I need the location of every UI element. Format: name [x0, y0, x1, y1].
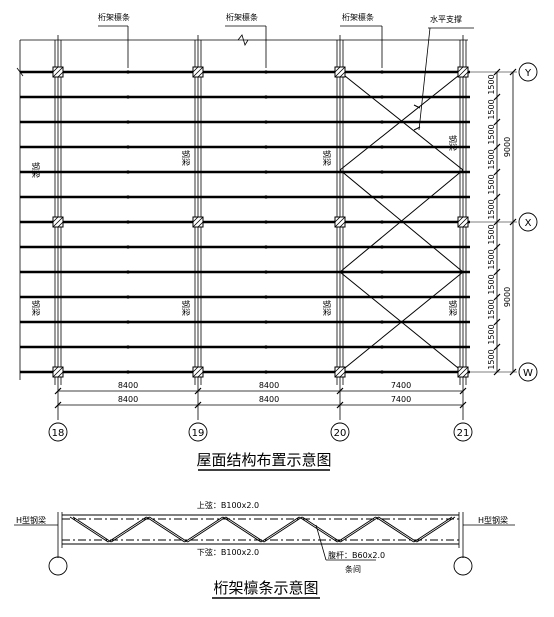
- axis-label-19: 19: [192, 428, 205, 439]
- column-node: [334, 366, 346, 378]
- purlin-label-3: 桁架檩条: [342, 12, 374, 22]
- axis-label-21: 21: [457, 428, 470, 439]
- dim-bay-3: 7400: [391, 381, 411, 390]
- top-chord-label: 上弦：B100x2.0: [197, 500, 259, 510]
- column-node: [334, 216, 346, 228]
- plan-title: 屋面结构布置示意图: [196, 451, 331, 469]
- truss-elevation: [14, 512, 515, 599]
- beam-label: 钢梁: [181, 300, 191, 316]
- beam-label: 钢梁: [31, 300, 41, 316]
- dim-spacing: 1500: [487, 274, 496, 294]
- column-nodes: [52, 66, 469, 378]
- dim-spacing: 1500: [487, 174, 496, 194]
- column-node: [457, 366, 469, 378]
- dim-total: 9000: [503, 287, 512, 307]
- roof-plan: [16, 25, 538, 471]
- column-node: [192, 216, 204, 228]
- column-node: [52, 366, 64, 378]
- dim-total: 9000: [503, 137, 512, 157]
- beam-label: 钢梁: [31, 162, 41, 178]
- dim-spacing: 1500: [487, 249, 496, 269]
- plan-labels: 桁架檩条 桁架檩条 桁架檩条 水平支撑 钢梁 钢梁 钢梁 钢梁 钢梁 钢梁 钢梁…: [31, 12, 533, 469]
- dim-spacing: 1500: [487, 99, 496, 119]
- dim-bay-1: 8400: [118, 381, 138, 390]
- truss-labels: 上弦：B100x2.0 下弦：B100x2.0 腹杆：B60x2.0 条间 H型…: [16, 500, 508, 597]
- truss-web: [69, 516, 456, 543]
- dim-spacing: 1500: [487, 324, 496, 344]
- beam-label: 钢梁: [181, 150, 191, 166]
- dim-spacing: 1500: [487, 224, 496, 244]
- beam-label: 钢梁: [448, 300, 458, 316]
- purlin-lines: [20, 70, 470, 374]
- dim-spacing: 1500: [487, 299, 496, 319]
- dim-spacing: 1500: [487, 149, 496, 169]
- axis-label-20: 20: [334, 428, 347, 439]
- column-node: [192, 66, 204, 78]
- column-node: [52, 216, 64, 228]
- column-node: [457, 66, 469, 78]
- axis-label-x: X: [525, 218, 532, 229]
- axis-label-w: W: [523, 368, 533, 379]
- beam-label: 钢梁: [448, 135, 458, 151]
- column-node: [52, 66, 64, 78]
- dim-spacing: 1500: [487, 199, 496, 219]
- truss-title: 桁架檩条示意图: [213, 579, 318, 597]
- axis-label-18: 18: [52, 428, 65, 439]
- purlin-label-2: 桁架檩条: [226, 12, 258, 22]
- beam-label: 钢梁: [322, 150, 332, 166]
- bottom-chord-label: 下弦：B100x2.0: [197, 547, 259, 557]
- dim-bay-3: 7400: [391, 395, 411, 404]
- horizontal-bracing: [339, 71, 464, 373]
- purlin-label-1: 桁架檩条: [98, 12, 130, 22]
- column-node: [457, 216, 469, 228]
- dim-bay-2: 8400: [259, 381, 279, 390]
- right-beam-label: H型钢梁: [478, 515, 508, 525]
- column-node: [334, 66, 346, 78]
- web-label: 腹杆：B60x2.0: [328, 550, 385, 560]
- axis-label-y: Y: [524, 68, 532, 79]
- column-node: [192, 366, 204, 378]
- dim-bay-1: 8400: [118, 395, 138, 404]
- dim-spacing: 1500: [487, 349, 496, 369]
- left-beam-label: H型钢梁: [16, 515, 46, 525]
- bracing-label: 水平支撑: [430, 14, 462, 24]
- dim-spacing: 1500: [487, 124, 496, 144]
- dim-bay-2: 8400: [259, 395, 279, 404]
- web-note: 条间: [345, 564, 361, 574]
- dim-spacing: 1500: [487, 74, 496, 94]
- beam-label: 钢梁: [322, 300, 332, 316]
